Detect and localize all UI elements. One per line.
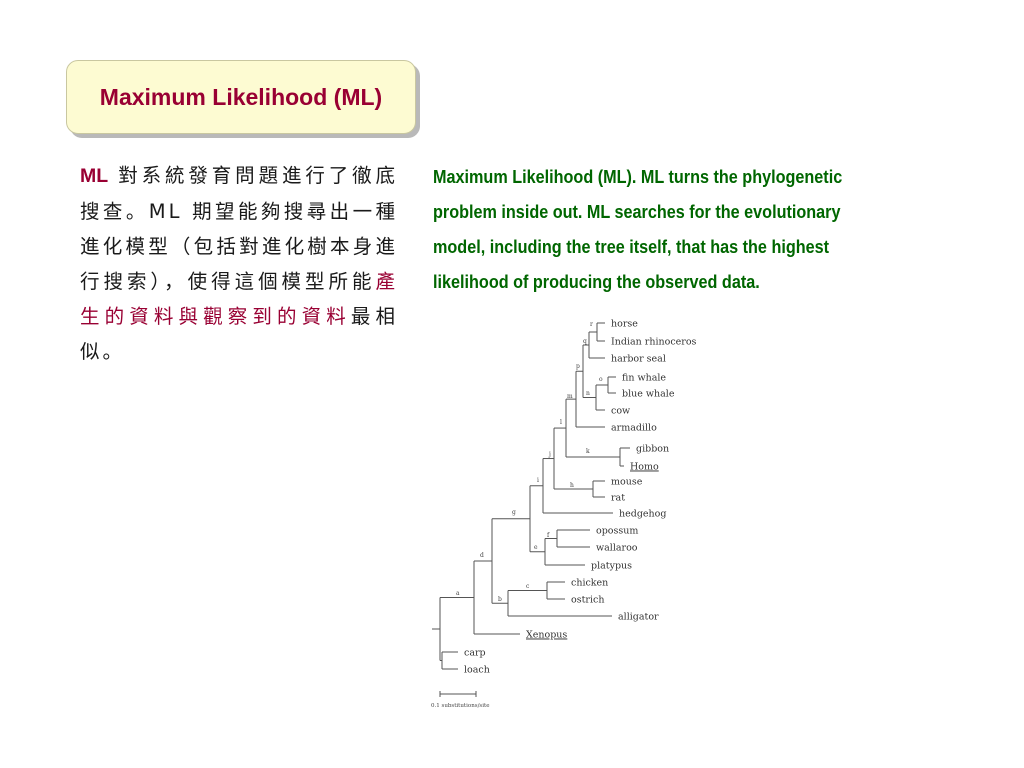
leaf-label: harbor seal	[611, 354, 666, 365]
leaf-label: horse	[611, 319, 638, 330]
node-label-p: p	[576, 363, 580, 370]
leaf-label: opossum	[596, 526, 638, 537]
leaf-label: gibbon	[636, 444, 669, 455]
leaf-label: carp	[464, 648, 486, 659]
leaf-label: armadillo	[611, 423, 657, 434]
slide-title: Maximum Likelihood (ML)	[99, 83, 383, 110]
tree-node-labels: a b c d e f g h i j k l m n o p q r	[456, 321, 603, 603]
leaf-label: rat	[611, 493, 625, 504]
leaf-label: hedgehog	[619, 509, 666, 520]
en-line-2: problem inside out. ML searches for the …	[433, 202, 841, 222]
leaf-label: ostrich	[571, 595, 604, 606]
cn-text-part2: 最相似。	[80, 305, 398, 363]
cn-text-part1: 對系統發育問題進行了徹底搜查。ML 期望能夠搜尋出一種進化模型（包括對進化樹本身…	[80, 164, 398, 293]
chinese-paragraph: ML 對系統發育問題進行了徹底搜查。ML 期望能夠搜尋出一種進化模型（包括對進化…	[80, 158, 398, 369]
scale-bar: 0.1 substitutions/site	[431, 691, 489, 709]
leaf-label: Xenopus	[526, 630, 567, 641]
leaf-label: cow	[611, 406, 630, 417]
node-label-l: l	[560, 419, 562, 426]
node-label-q: q	[583, 338, 587, 345]
en-line-4: likelihood of producing the observed dat…	[433, 272, 760, 292]
node-label-i: i	[537, 477, 539, 484]
cn-highlight: 產生的資料與觀察到的資料	[80, 270, 398, 328]
node-label-g: g	[512, 509, 516, 516]
node-label-o: o	[599, 376, 603, 383]
leaf-label: Homo	[630, 462, 659, 473]
leaf-label: Indian rhinoceros	[611, 337, 697, 348]
cn-ml-term: ML	[80, 165, 109, 187]
node-label-d: d	[480, 552, 484, 559]
tree-branches	[432, 322, 630, 670]
leaf-label: wallaroo	[596, 543, 638, 554]
english-paragraph: Maximum Likelihood (ML). ML turns the ph…	[433, 160, 874, 300]
node-label-n: n	[586, 390, 590, 397]
node-label-r: r	[590, 321, 593, 328]
node-label-k: k	[586, 448, 590, 455]
leaf-label: chicken	[571, 578, 608, 589]
leaf-label: loach	[464, 665, 490, 676]
node-label-f: f	[547, 532, 550, 539]
node-label-a: a	[456, 590, 460, 597]
leaf-label: alligator	[618, 612, 659, 623]
node-label-c: c	[526, 583, 530, 590]
node-label-m: m	[567, 393, 573, 400]
leaf-label: fin whale	[622, 373, 666, 384]
title-box: Maximum Likelihood (ML)	[66, 60, 416, 134]
en-line-1: Maximum Likelihood (ML). ML turns the ph…	[433, 167, 843, 187]
node-label-h: h	[570, 482, 574, 489]
leaf-label: mouse	[611, 477, 643, 488]
scale-bar-label: 0.1 substitutions/site	[431, 703, 489, 709]
node-label-b: b	[498, 596, 502, 603]
node-label-j: j	[548, 451, 551, 458]
leaf-label: platypus	[591, 561, 632, 572]
leaf-label: blue whale	[622, 389, 675, 400]
node-label-e: e	[534, 544, 538, 551]
en-line-3: model, including the tree itself, that h…	[433, 237, 830, 257]
